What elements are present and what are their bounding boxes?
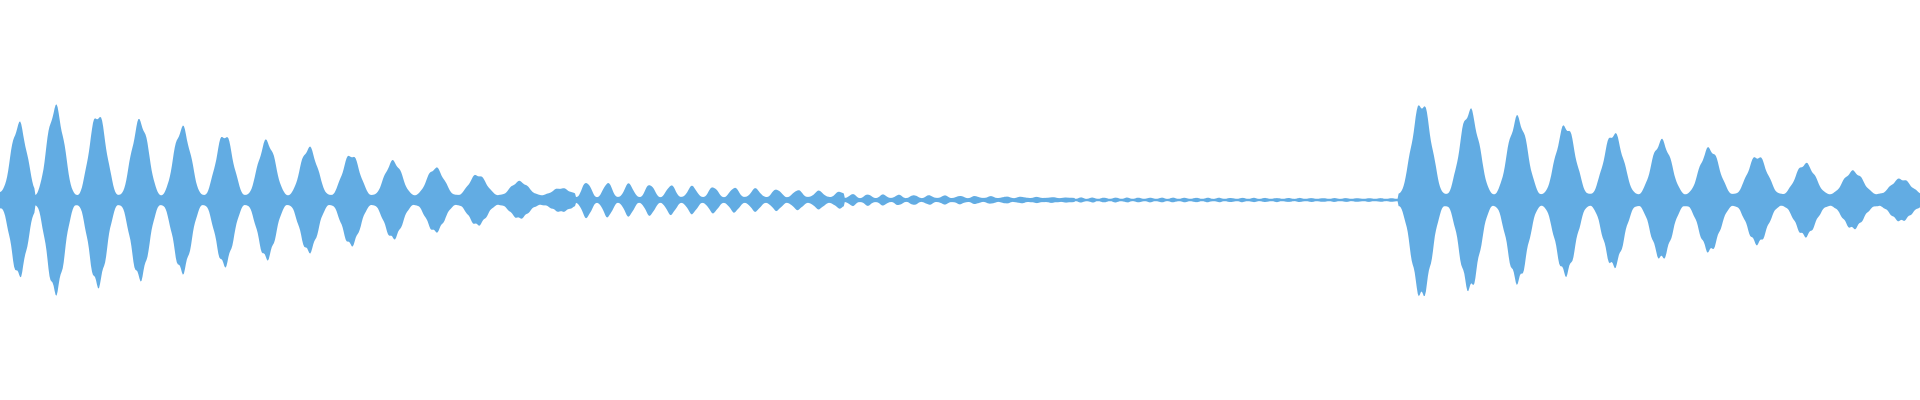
waveform-envelope [0,104,1920,297]
